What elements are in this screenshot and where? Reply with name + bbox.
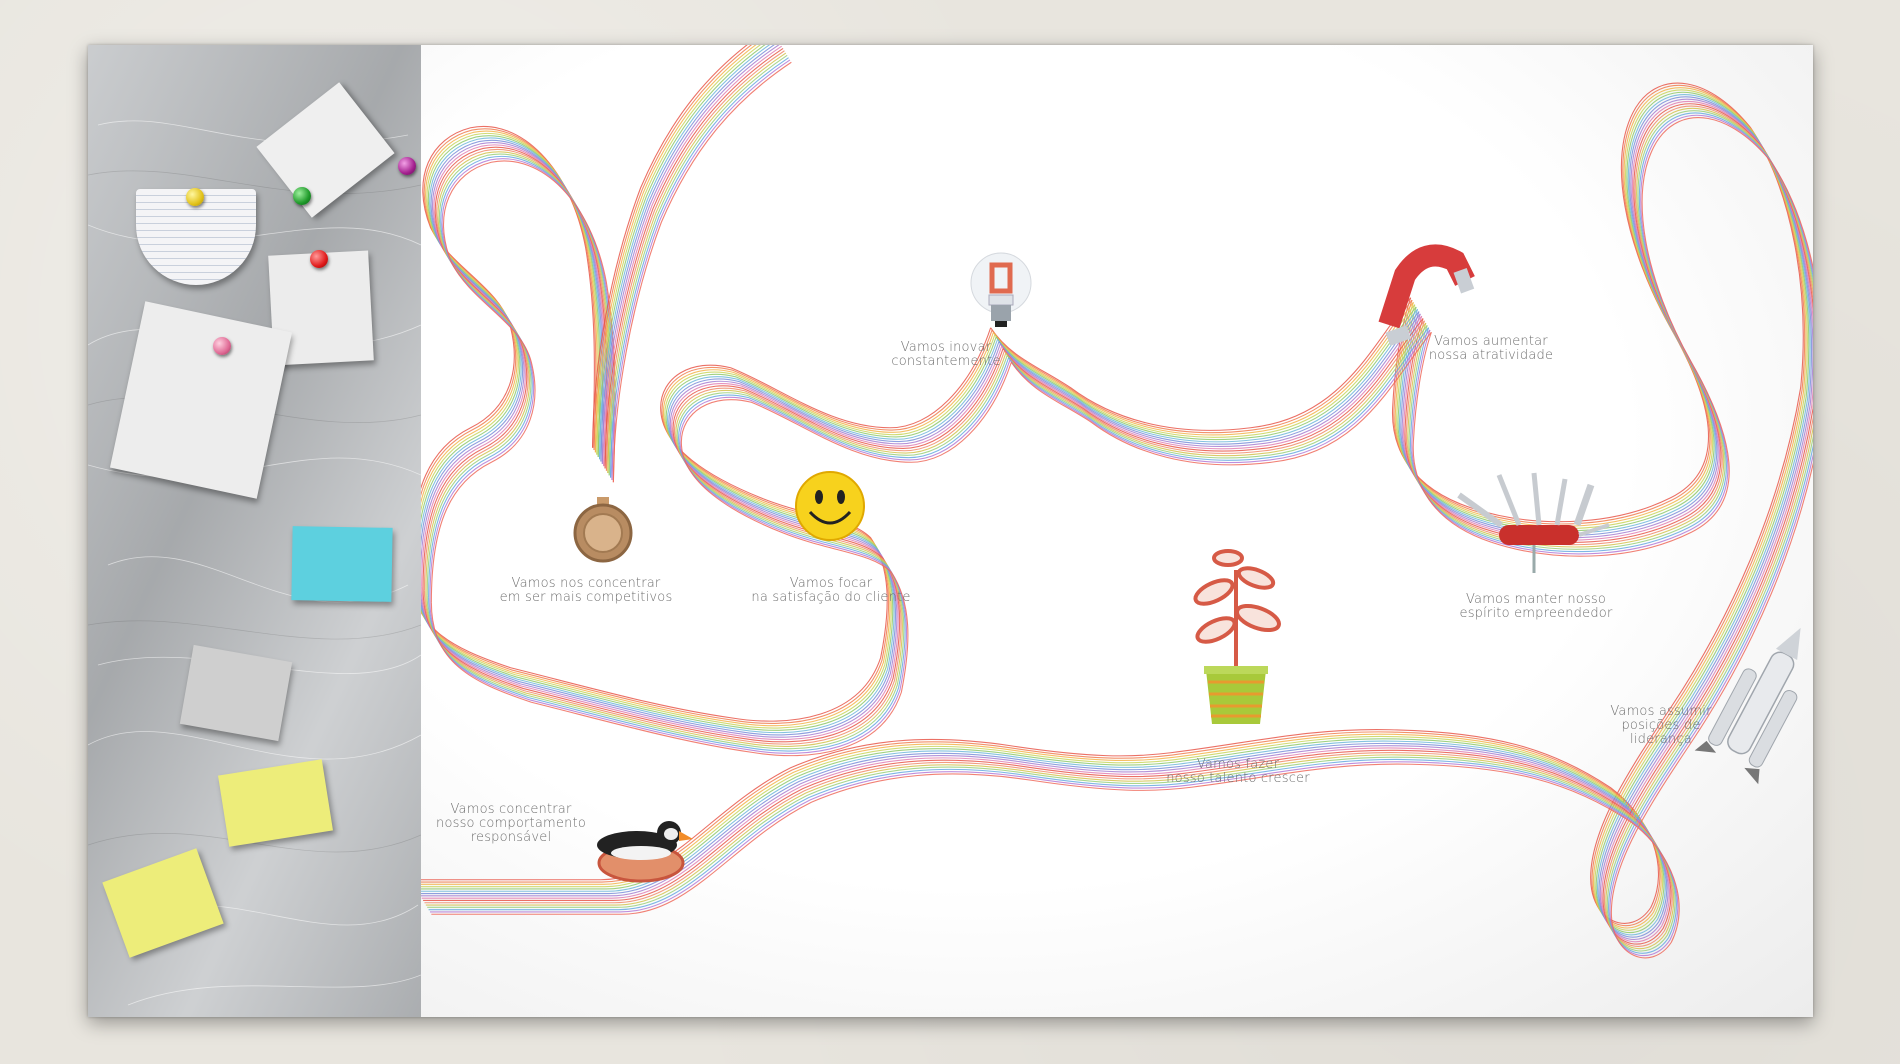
ribbon-strand: [991, 299, 1413, 434]
ribbon-strand: [601, 45, 780, 464]
yellow-pin: [186, 188, 204, 206]
ribbon-strand: [994, 304, 1416, 438]
ribbon-strand: [423, 350, 1005, 745]
ribbon-strand: [997, 308, 1418, 443]
ribbon-strand: [422, 348, 1004, 743]
red-pin: [310, 250, 328, 268]
ribbon-strand: [423, 148, 609, 591]
ribbon-strand: [421, 345, 1003, 741]
green-pin: [293, 187, 311, 205]
gray-sticky-note: [179, 644, 293, 742]
blue-sticky-note: [291, 526, 393, 602]
ribbon-strand: [592, 45, 748, 448]
ribbon-strand: [421, 135, 601, 522]
ribbon-strand: [1010, 331, 1432, 466]
ribbon-strand: [1408, 325, 1488, 536]
ribbon-strand: [990, 297, 1412, 431]
ribbon-strand: [421, 137, 602, 533]
plant-pot-icon: [1193, 549, 1281, 724]
ribbon-strand: [1003, 320, 1425, 454]
ribbon-strand: [421, 130, 598, 504]
ribbon-strand: [611, 59, 791, 480]
ribbon-strand: [610, 57, 789, 478]
ribbon-strand: [998, 311, 1420, 445]
smiley-icon: [795, 471, 865, 541]
puffin-nest-icon: [597, 821, 693, 883]
ribbon-strand: [428, 155, 613, 598]
ribbon-strand: [1002, 318, 1424, 452]
pink-pin: [213, 337, 231, 355]
ribbon-strand: [604, 47, 784, 469]
ribbon-strand: [430, 362, 1012, 757]
pocket-knife-icon: [1457, 472, 1610, 573]
ribbon-strand: [596, 45, 762, 455]
ribbon-strand: [1411, 329, 1491, 541]
ribbon-strand: [1006, 325, 1428, 459]
ribbon-strand: [421, 144, 606, 587]
ribbon-strand: [598, 45, 771, 460]
light-bulb-icon: [970, 252, 1032, 327]
ribbon-strand: [607, 52, 787, 474]
ribbon-strand: [612, 61, 792, 483]
ribbon-strand: [1005, 322, 1427, 457]
ribbon-strand: [426, 153, 612, 596]
magnet-icon: [1378, 244, 1475, 346]
ribbon-strand: [421, 142, 605, 577]
ribbon-strand: [429, 158, 615, 600]
ribbon-segment: [592, 45, 792, 483]
ribbon-strand: [426, 355, 1008, 750]
medal-icon: [573, 497, 633, 563]
ribbon-strand: [992, 302, 1414, 436]
ribbon-strand: [421, 341, 1000, 736]
ribbon-strand: [597, 45, 766, 457]
ribbon-strand: [600, 45, 775, 462]
metal-panel: [88, 45, 422, 1017]
ribbon-strand: [1409, 327, 1489, 539]
ribbon-strand: [421, 132, 600, 513]
ribbon-strand: [422, 146, 608, 589]
ribbon-strand: [1009, 329, 1431, 464]
ribbon-segment: [421, 125, 616, 603]
ribbon-strand: [421, 125, 595, 490]
ribbon-strand: [421, 339, 999, 734]
ribbon-segment: [990, 297, 1432, 466]
ribbon-strand: [431, 117, 1813, 959]
ribbon-strand: [1407, 322, 1487, 534]
ribbon-strand: [421, 139, 604, 547]
ribbon-strand: [1412, 332, 1492, 543]
ribbon-strand: [999, 313, 1421, 447]
ribbon-strand: [995, 306, 1417, 441]
ribbon-strand: [425, 352, 1007, 747]
ribbon-strand: [428, 357, 1010, 752]
icons-layer: [573, 244, 1801, 883]
ribbon-strand: [425, 151, 611, 594]
ribbon-segment: [421, 82, 1813, 959]
purple-pin: [398, 157, 416, 175]
ribbon-strand: [430, 160, 616, 603]
ribbon-strand: [429, 359, 1011, 754]
ribbon-strand: [421, 128, 597, 497]
ribbon-strand: [608, 54, 788, 476]
rocket-icon: [1694, 627, 1801, 785]
ribbon-strand: [1008, 327, 1430, 461]
ribbon-strand: [1001, 315, 1423, 450]
ribbon-strand: [593, 45, 753, 451]
ribbon-strand: [603, 45, 782, 467]
ribbon-strand: [421, 343, 1001, 738]
ribbon-strand: [605, 50, 785, 471]
ribbon-strand: [594, 45, 757, 453]
